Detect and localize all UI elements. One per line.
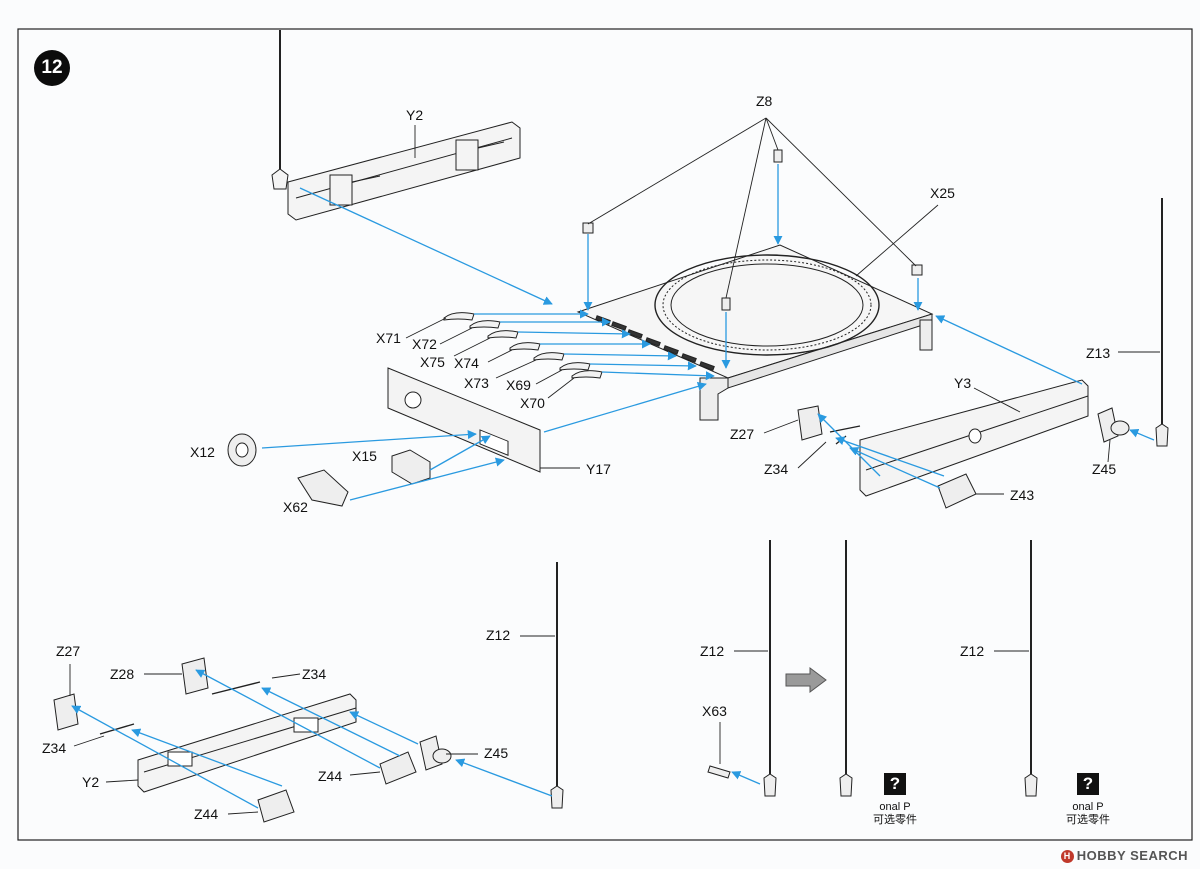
label-x15: X15 bbox=[352, 448, 377, 464]
part-z43 bbox=[937, 473, 977, 509]
label-z27-left: Z27 bbox=[56, 643, 81, 659]
label-z8: Z8 bbox=[756, 93, 773, 109]
leader-lines bbox=[69, 117, 1160, 815]
label-y2-top: Y2 bbox=[406, 107, 424, 123]
label-x72: X72 bbox=[412, 336, 437, 352]
label-x69: X69 bbox=[506, 377, 531, 393]
optional-part-line2: 可选零件 bbox=[873, 814, 917, 826]
label-z34-left: Z34 bbox=[42, 740, 67, 756]
label-x74: X74 bbox=[454, 355, 479, 371]
label-z44-a: Z44 bbox=[318, 768, 343, 784]
watermark-logo-icon: H bbox=[1060, 850, 1074, 863]
part-z27-left bbox=[53, 693, 79, 731]
label-y2-bottom: Y2 bbox=[82, 774, 100, 790]
page-frame bbox=[17, 28, 1193, 841]
part-x15 bbox=[391, 449, 431, 485]
part-z27-right bbox=[797, 405, 823, 441]
part-x-lugs bbox=[443, 312, 603, 379]
part-z44-a bbox=[379, 751, 417, 785]
optional-part-icon-1: ? bbox=[884, 773, 906, 795]
step-number-badge: 12 bbox=[34, 50, 70, 86]
label-y17: Y17 bbox=[586, 461, 611, 477]
label-z27-right: Z27 bbox=[730, 426, 755, 442]
label-x70: X70 bbox=[520, 395, 545, 411]
label-x12: X12 bbox=[190, 444, 215, 460]
watermark-text: HOBBY SEARCH bbox=[1076, 848, 1188, 863]
label-x73: X73 bbox=[464, 375, 489, 391]
label-z28: Z28 bbox=[110, 666, 135, 682]
optional-part-line1: onal P bbox=[1072, 801, 1104, 813]
label-x75: X75 bbox=[420, 354, 445, 370]
label-x25: X25 bbox=[930, 185, 955, 201]
part-z12-antennas bbox=[550, 540, 1038, 809]
label-x62: X62 bbox=[283, 499, 308, 515]
label-z43: Z43 bbox=[1010, 487, 1035, 503]
label-z45-left: Z45 bbox=[484, 745, 509, 761]
part-y2-top bbox=[271, 30, 521, 221]
part-x62 bbox=[297, 469, 349, 507]
part-z34-left bbox=[99, 681, 261, 735]
label-z44-b: Z44 bbox=[194, 806, 219, 822]
optional-part-line2: 可选零件 bbox=[1066, 814, 1110, 826]
optional-part-line1: onal P bbox=[879, 801, 911, 813]
part-y3 bbox=[859, 379, 1089, 497]
assembly-arrows bbox=[71, 164, 1155, 809]
label-x71: X71 bbox=[376, 330, 401, 346]
part-z45-right bbox=[1097, 407, 1130, 443]
label-z34-right: Z34 bbox=[764, 461, 789, 477]
label-y3: Y3 bbox=[954, 375, 972, 391]
label-z12-b: Z12 bbox=[700, 643, 725, 659]
part-z13 bbox=[1155, 198, 1169, 447]
optional-part-text-2: onal P 可选零件 bbox=[1053, 801, 1123, 827]
process-arrow-icon bbox=[785, 667, 827, 693]
label-z12-c: Z12 bbox=[960, 643, 985, 659]
part-x12 bbox=[227, 433, 257, 467]
part-y17 bbox=[387, 367, 541, 473]
part-z45-left bbox=[419, 735, 452, 771]
label-z45-right: Z45 bbox=[1092, 461, 1117, 477]
part-x63 bbox=[707, 765, 731, 779]
optional-part-icon-2: ? bbox=[1077, 773, 1099, 795]
part-z44-b bbox=[257, 789, 295, 823]
label-x63: X63 bbox=[702, 703, 727, 719]
label-z12-a: Z12 bbox=[486, 627, 511, 643]
label-z34-left-top: Z34 bbox=[302, 666, 327, 682]
part-z28 bbox=[181, 657, 209, 695]
optional-part-text-1: onal P 可选零件 bbox=[860, 801, 930, 827]
label-z13: Z13 bbox=[1086, 345, 1111, 361]
part-deck bbox=[576, 244, 934, 421]
